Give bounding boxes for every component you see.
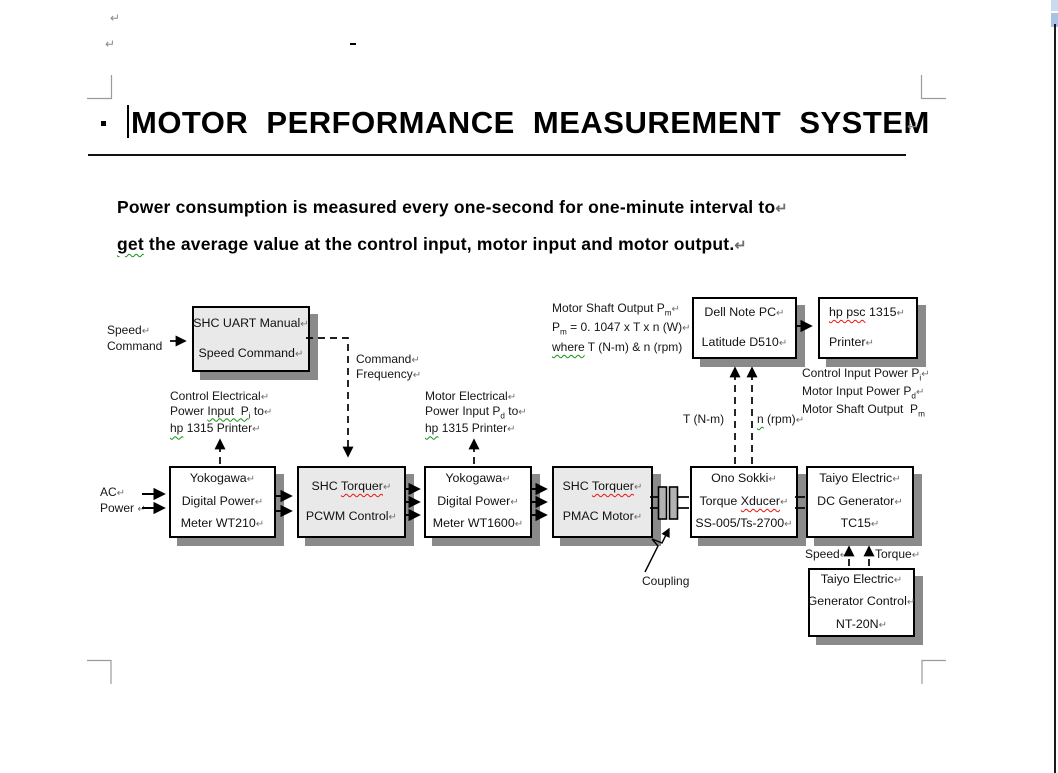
paragraph-mark: ↵ [110,11,121,25]
title-underline-rule [88,154,906,156]
label-control-electrical-power: Control Electrical↵ Power Input Pi to↵ h… [170,389,273,436]
box-taiyo-dc-generator-tc15[interactable]: Taiyo Electric↵ DC Generator↵ TC15↵ [806,466,914,538]
label-ac-power: AC↵ Power ↵ [100,485,146,515]
list-bullet [101,121,106,126]
text-cursor [127,105,129,138]
label-power-totals: Control Input Power Pi↵ Motor Input Powe… [802,366,930,419]
scrollbar-segment-bottom[interactable] [1051,13,1058,27]
intro-line-2[interactable]: get the average value at the control inp… [117,234,747,254]
dashed-arrow-command-frequency [306,337,354,458]
label-torque: Torque↵ [875,547,920,561]
box-shc-torquer-pcwm[interactable]: SHC Torquer↵ PCWM Control↵ [297,466,406,538]
label-speed: Speed↵ [805,547,848,561]
box-taiyo-generator-control-nt20n[interactable]: Taiyo Electric↵ Generator Control↵ NT-20… [808,568,915,637]
box-yokogawa-wt1600[interactable]: Yokogawa↵ Digital Power↵ Meter WT1600↵ [424,466,532,538]
scrollbar-segment-top[interactable] [1051,0,1058,11]
label-motor-electrical-power: Motor Electrical↵ Power Input Pd to↵ hp … [425,389,527,436]
page-title[interactable]: MOTOR PERFORMANCE MEASUREMENT SYSTEM [131,105,930,140]
paragraph-mark: ↵ [907,118,919,134]
label-command-frequency: Command↵ Frequency↵ [356,352,421,381]
label-speed-command: Speed↵ Command [107,323,163,353]
paragraph-mark: ↵ [105,37,116,51]
intro-line-1[interactable]: Power consumption is measured every one-… [117,197,788,217]
stray-dash-mark [350,43,356,45]
box-shc-torquer-pmac[interactable]: SHC Torquer↵ PMAC Motor↵ [552,466,653,538]
label-coupling: Coupling [642,574,690,588]
page-right-edge [1054,24,1056,773]
box-shc-uart-speed-command[interactable]: SHC UART Manual↵ Speed Command↵ [192,306,310,372]
box-ono-sokki-torque-xducer[interactable]: Ono Sokki↵ Torque Xducer↵ SS-005/Ts-2700… [690,466,798,538]
label-motor-shaft-output-formula: Motor Shaft Output Pm↵ Pm = 0. 1047 x T … [552,301,691,354]
box-yokogawa-wt210[interactable]: Yokogawa↵ Digital Power↵ Meter WT210↵ [169,466,276,538]
box-dell-note-pc[interactable]: Dell Note PC↵ Latitude D510↵ [692,297,797,359]
label-torque-units: T (N-m) [683,412,725,426]
box-hp-psc-printer[interactable]: hp psc 1315↵ Printer↵ [818,297,918,359]
label-speed-units: n (rpm)↵ [757,412,804,426]
coupling-symbol[interactable] [657,486,679,520]
